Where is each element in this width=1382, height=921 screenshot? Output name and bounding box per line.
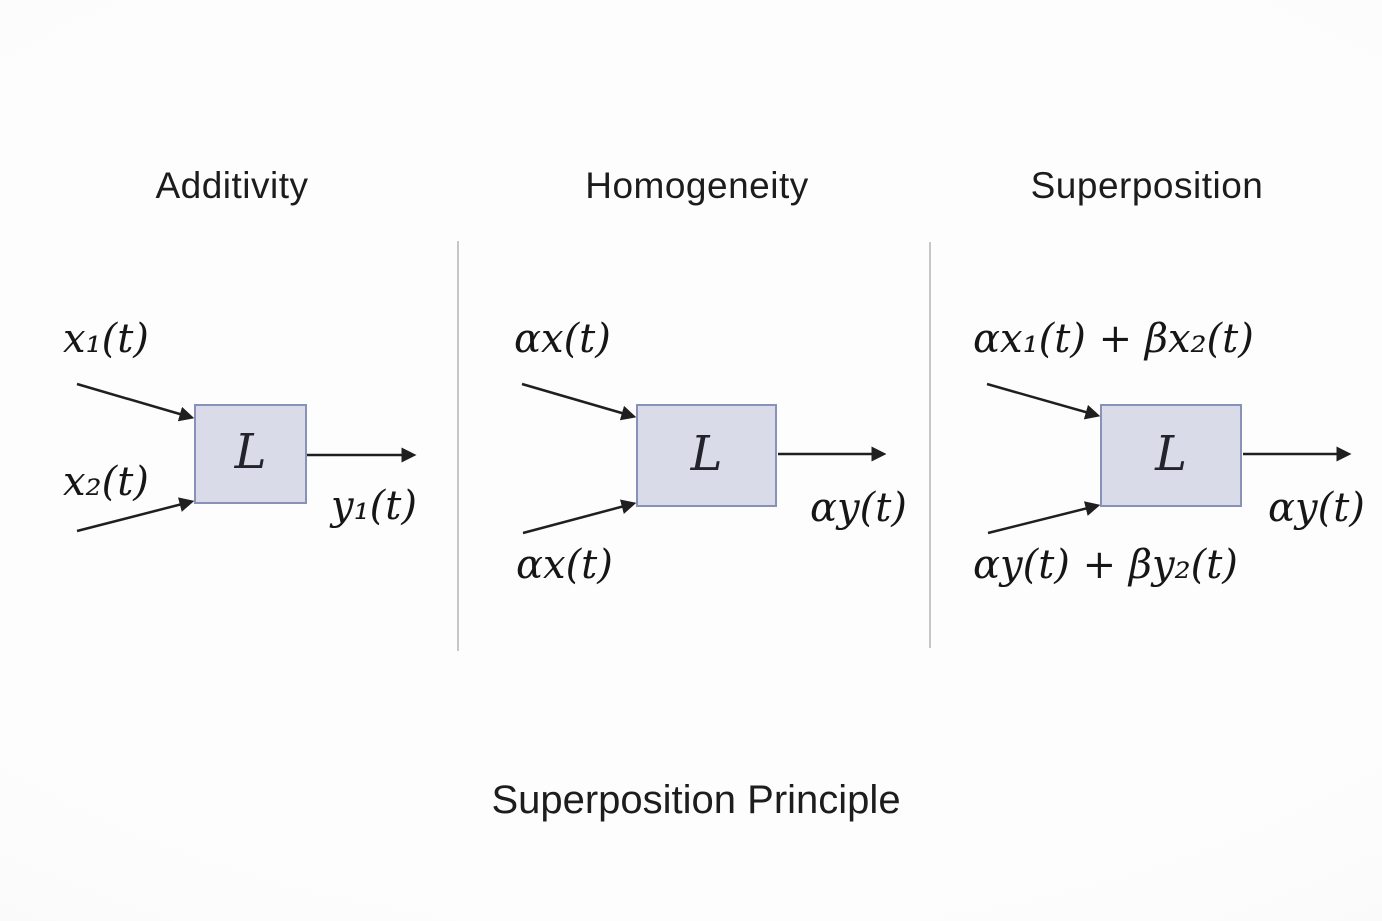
superposition-top-input-arrow-icon [986,382,1101,420]
homogeneity-output-label: αy(t) [810,485,907,531]
superposition-input-top-label: αx₁(t) + βx₂(t) [973,316,1254,362]
panel-title-superposition: Superposition [1030,165,1264,206]
superposition-system-box-label: L [1155,425,1187,482]
superposition-output-label: αy(t) [1268,485,1365,531]
diagram-caption: Superposition Principle [491,778,901,822]
homogeneity-bottom-input-arrow-icon [522,499,637,535]
additivity-system-box-label: L [234,424,267,480]
superposition-input-bottom-label: αy(t) + βy₂(t) [973,542,1238,588]
homogeneity-system-box-label: L [690,425,723,482]
additivity-top-input-arrow-icon [76,382,195,422]
additivity-output-label: y₁(t) [331,483,417,529]
homogeneity-system-box: L [636,404,777,507]
additivity-input-bottom-label: x₂(t) [63,459,149,505]
additivity-system-box: L [194,404,307,504]
panel-title-homogeneity: Homogeneity [585,165,809,206]
additivity-input-top-label: x₁(t) [63,316,149,362]
superposition-system-box: L [1100,404,1242,507]
panel-title-additivity: Additivity [155,165,309,206]
additivity-bottom-input-arrow-icon [76,497,195,533]
homogeneity-input-top-label: αx(t) [514,316,611,362]
homogeneity-input-bottom-label: αx(t) [516,542,613,588]
superposition-bottom-input-arrow-icon [987,501,1101,535]
homogeneity-top-input-arrow-icon [521,382,637,421]
